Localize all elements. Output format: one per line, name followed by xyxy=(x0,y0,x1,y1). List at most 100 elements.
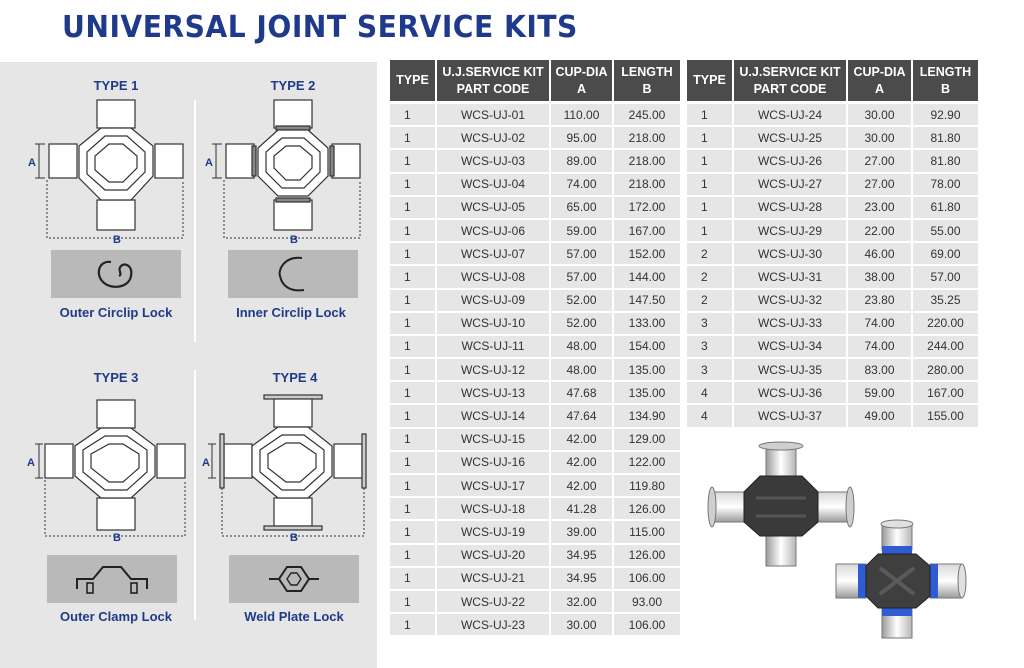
cell-length: 144.00 xyxy=(614,265,680,289)
type-2-lock-label: Inner Circlip Lock xyxy=(236,305,346,320)
cell-cup-dia: 23.80 xyxy=(848,288,911,312)
cell-cup-dia: 48.00 xyxy=(551,358,612,382)
cell-part-code: WCS-UJ-36 xyxy=(734,381,846,405)
cell-part-code: WCS-UJ-20 xyxy=(437,543,549,567)
cell-cup-dia: 47.68 xyxy=(551,381,612,405)
cell-length: 106.00 xyxy=(614,613,680,637)
cell-cup-dia: 46.00 xyxy=(848,242,911,266)
cell-length: 119.80 xyxy=(614,474,680,498)
cell-cup-dia: 52.00 xyxy=(551,288,612,312)
cell-type: 1 xyxy=(390,543,435,567)
cell-cup-dia: 42.00 xyxy=(551,427,612,451)
cell-cup-dia: 74.00 xyxy=(551,172,612,196)
cell-length: 126.00 xyxy=(614,497,680,521)
cell-type: 3 xyxy=(687,358,732,382)
cell-type: 1 xyxy=(390,195,435,219)
cell-length: 135.00 xyxy=(614,381,680,405)
type-3-lock-label: Outer Clamp Lock xyxy=(60,609,172,624)
cell-type: 1 xyxy=(687,218,732,243)
divider-bottom xyxy=(194,370,196,620)
cell-cup-dia: 48.00 xyxy=(551,334,612,359)
cell-part-code: WCS-UJ-24 xyxy=(734,103,846,127)
cell-part-code: WCS-UJ-21 xyxy=(437,566,549,590)
cell-type: 1 xyxy=(687,103,732,127)
cell-part-code: WCS-UJ-14 xyxy=(437,404,549,428)
cell-part-code: WCS-UJ-11 xyxy=(437,334,549,359)
product-photos xyxy=(707,441,967,639)
cell-length: 93.00 xyxy=(614,589,680,614)
cell-part-code: WCS-UJ-04 xyxy=(437,172,549,196)
cell-type: 1 xyxy=(390,265,435,289)
cell-type: 1 xyxy=(390,381,435,405)
type-3-dim-a: A xyxy=(27,457,35,469)
cell-part-code: WCS-UJ-23 xyxy=(437,613,549,637)
cell-cup-dia: 27.00 xyxy=(848,172,911,196)
type-1-dim-a: A xyxy=(28,157,36,169)
cell-part-code: WCS-UJ-34 xyxy=(734,334,846,359)
outer-clamp-icon xyxy=(76,566,148,594)
header-type: TYPE xyxy=(390,60,435,103)
cell-cup-dia: 23.00 xyxy=(848,195,911,219)
cell-type: 2 xyxy=(687,265,732,289)
cell-part-code: WCS-UJ-06 xyxy=(437,218,549,243)
cell-part-code: WCS-UJ-16 xyxy=(437,450,549,474)
cell-type: 2 xyxy=(687,242,732,266)
cell-length: 106.00 xyxy=(614,566,680,590)
cell-part-code: WCS-UJ-31 xyxy=(734,265,846,289)
cell-part-code: WCS-UJ-26 xyxy=(734,149,846,173)
cell-part-code: WCS-UJ-10 xyxy=(437,311,549,335)
cell-type: 1 xyxy=(390,126,435,150)
cell-cup-dia: 59.00 xyxy=(848,381,911,405)
cell-part-code: WCS-UJ-07 xyxy=(437,242,549,266)
cell-type: 1 xyxy=(390,149,435,173)
cell-type: 1 xyxy=(390,450,435,474)
type-3-joint-diagram: A B xyxy=(27,399,186,542)
cell-length: 78.00 xyxy=(913,172,978,196)
cell-type: 1 xyxy=(390,520,435,544)
cell-length: 81.80 xyxy=(913,126,978,150)
cell-cup-dia: 49.00 xyxy=(848,404,911,428)
cell-length: 167.00 xyxy=(913,381,978,405)
cell-part-code: WCS-UJ-09 xyxy=(437,288,549,312)
cell-length: 134.90 xyxy=(614,404,680,428)
cell-cup-dia: 34.95 xyxy=(551,566,612,590)
cell-part-code: WCS-UJ-19 xyxy=(437,520,549,544)
cell-cup-dia: 83.00 xyxy=(848,358,911,382)
cell-length: 61.80 xyxy=(913,195,978,219)
cell-cup-dia: 110.00 xyxy=(551,103,612,127)
cell-length: 155.00 xyxy=(913,404,978,428)
type-4-dim-a: A xyxy=(202,457,210,469)
cell-part-code: WCS-UJ-01 xyxy=(437,103,549,127)
type-2-lock-box xyxy=(228,250,358,298)
cell-type: 1 xyxy=(687,149,732,173)
cell-length: 244.00 xyxy=(913,334,978,359)
cell-type: 1 xyxy=(687,195,732,219)
cell-type: 1 xyxy=(390,613,435,637)
cell-part-code: WCS-UJ-05 xyxy=(437,195,549,219)
cell-part-code: WCS-UJ-08 xyxy=(437,265,549,289)
cell-type: 1 xyxy=(390,218,435,243)
cell-length: 135.00 xyxy=(614,358,680,382)
